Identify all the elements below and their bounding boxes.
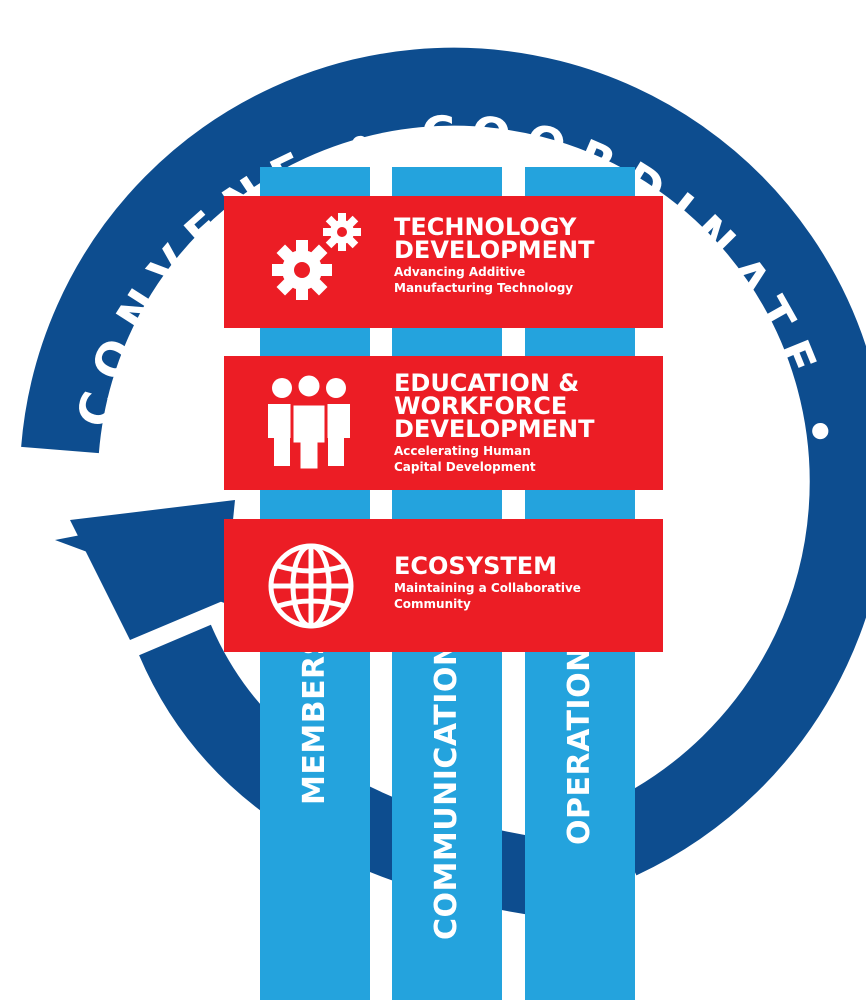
bar-education-workforce: EDUCATION & WORKFORCE DEVELOPMENT Accele…: [224, 356, 663, 490]
bar-text: EDUCATION & WORKFORCE DEVELOPMENT Accele…: [394, 369, 595, 475]
globe-icon: [264, 539, 358, 637]
pillar-label: OPERATIONS: [562, 624, 597, 845]
bar-technology-development: TECHNOLOGY DEVELOPMENT Advancing Additiv…: [224, 196, 663, 328]
pillar-label: COMMUNICATIONS: [429, 618, 464, 940]
bar-text: ECOSYSTEM Maintaining a Collaborative Co…: [394, 552, 581, 612]
bar-subtitle: Advancing Additive Manufacturing Technol…: [394, 265, 574, 295]
bar-text: TECHNOLOGY DEVELOPMENT Advancing Additiv…: [394, 213, 595, 296]
bar-subtitle: Maintaining a Collaborative Community: [394, 581, 581, 611]
bar-title: ECOSYSTEM: [394, 552, 558, 580]
bar-title: EDUCATION & WORKFORCE DEVELOPMENT: [394, 369, 595, 443]
gears-icon: [264, 210, 364, 314]
ring-arc: [21, 47, 866, 876]
arrow-head-fill: [70, 500, 235, 640]
people-icon: [264, 372, 354, 474]
bar-ecosystem: ECOSYSTEM Maintaining a Collaborative Co…: [224, 519, 663, 652]
bar-title: TECHNOLOGY DEVELOPMENT: [394, 213, 595, 264]
bar-subtitle: Accelerating Human Capital Development: [394, 444, 536, 474]
